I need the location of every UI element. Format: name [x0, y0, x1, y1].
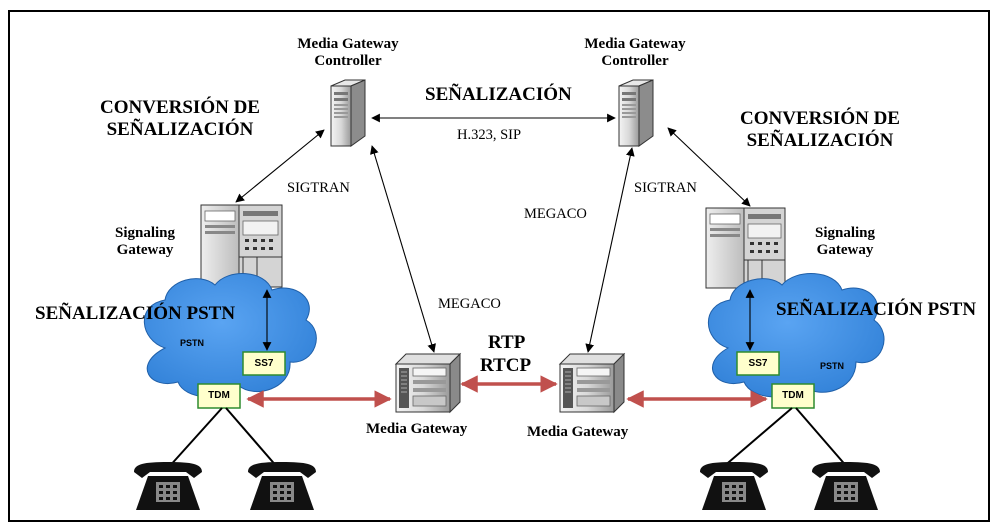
desk-phone-icon: [134, 462, 202, 510]
pstn-left-label: PSTN: [180, 338, 205, 348]
mgc-sg-right-arrow: [667, 127, 751, 207]
diagram-frame: [8, 10, 990, 522]
desk-phone-icon: [700, 462, 768, 510]
sigtran-left-label: SIGTRAN: [287, 180, 350, 196]
ss7-box: [736, 351, 780, 376]
megaco-right-label: MEGACO: [524, 206, 587, 222]
mgc-left-label: Media Gateway Controller: [297, 36, 399, 70]
mgc-mg-right-arrow: [585, 147, 635, 353]
gateway-server-icon: [558, 352, 626, 414]
mgc-mg-left-arrow: [370, 145, 436, 353]
mg-left-label: Media Gateway: [366, 421, 468, 437]
tdm-right-label: TDM: [782, 390, 804, 401]
ss7-left-label: SS7: [254, 358, 274, 369]
tdm-box: [771, 383, 815, 409]
mgc-sg-left-arrow: [235, 129, 325, 203]
gateway-server-icon: [394, 352, 462, 414]
conversion-left-label: CONVERSIÓN DE SEÑALIZACIÓN: [100, 97, 260, 140]
sg-left-label: Signaling Gateway: [114, 225, 176, 259]
pstn-signaling-left-label: SEÑALIZACIÓN PSTN: [35, 303, 236, 324]
server-tower-icon: [330, 79, 366, 147]
senalizacion-label: SEÑALIZACIÓN: [425, 84, 572, 105]
tdm-box: [197, 383, 241, 409]
tdm-left-label: TDM: [208, 390, 230, 401]
h323-sip-label: H.323, SIP: [457, 127, 522, 143]
ss7-right-label: SS7: [748, 358, 768, 369]
desk-phone-icon: [812, 462, 880, 510]
mgc-right-label: Media Gateway Controller: [584, 36, 686, 70]
pstn-cloud-icon: [707, 273, 885, 398]
phone-wires: [167, 407, 849, 469]
ss7-box: [242, 351, 286, 376]
server-rack-icon: [705, 207, 786, 289]
desk-phone-icon: [248, 462, 316, 510]
sigtran-right-label: SIGTRAN: [634, 180, 697, 196]
mg-right-label: Media Gateway: [527, 424, 629, 440]
sg-right-label: Signaling Gateway: [814, 225, 876, 259]
pstn-signaling-right-label: SEÑALIZACIÓN PSTN: [776, 299, 977, 320]
megaco-left-label: MEGACO: [438, 296, 501, 312]
rtp-label: RTP: [488, 332, 526, 353]
server-tower-icon: [618, 79, 654, 147]
signal-arrows: [235, 113, 755, 353]
conversion-right-label: CONVERSIÓN DE SEÑALIZACIÓN: [740, 108, 900, 151]
pstn-right-label: PSTN: [820, 361, 845, 371]
bearer-arrows: [246, 375, 768, 408]
rtcp-label: RTCP: [480, 355, 532, 376]
pstn-cloud-icon: [143, 273, 317, 398]
